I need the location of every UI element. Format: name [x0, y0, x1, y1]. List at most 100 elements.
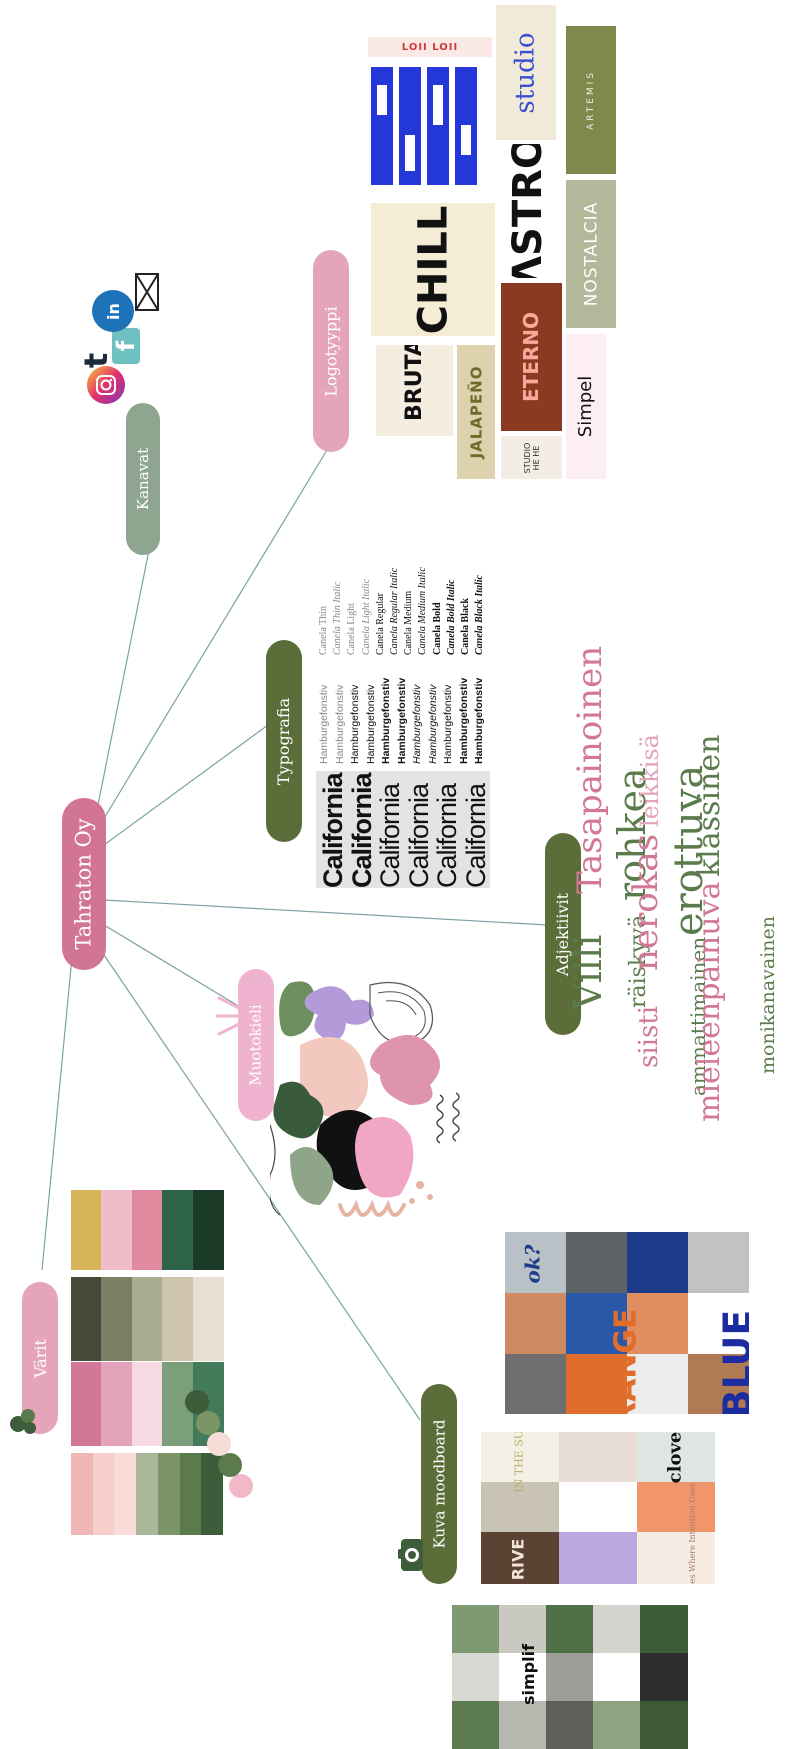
node-varit[interactable]: Värit: [22, 1282, 58, 1434]
sparkle-icon: [213, 996, 243, 1036]
palette-swatch: [192, 1277, 224, 1361]
palette-dot: [196, 1411, 220, 1435]
palette-swatch: [201, 1453, 224, 1535]
palette-dot: [229, 1474, 253, 1498]
canela-specimen: Canela Thin Italic: [332, 581, 344, 655]
palette-swatch: [157, 1453, 180, 1535]
center-node-label: Tahraton Oy: [72, 818, 96, 950]
leaf-cluster-icon: [8, 1408, 38, 1436]
logo-studio-he: STUDIO HE HE: [501, 436, 562, 479]
canela-specimen: Canela Regular: [374, 593, 386, 655]
palette-swatch: [131, 1190, 163, 1270]
logo-artemis: ARTEMIS: [566, 26, 616, 174]
moodboard-mid: clove RIVE Energy Goes Where Intention G…: [481, 1432, 715, 1584]
palette-swatch: [131, 1362, 163, 1446]
hamburg-specimen: Hamburgefonstiv: [380, 677, 392, 764]
canela-specimen: Canela Black Italic: [474, 575, 486, 655]
adjective-word: Villi: [566, 934, 610, 1010]
california-specimen: California: [432, 783, 462, 888]
camera-icon: [398, 1537, 426, 1573]
node-kuva-moodboard-label: Kuva moodboard: [430, 1419, 448, 1549]
palette-swatch: [114, 1453, 137, 1535]
hamburg-specimen: Hamburgefonstiv: [473, 677, 485, 764]
california-specimen: California: [318, 773, 348, 888]
line-adjektiivit: [103, 899, 549, 926]
logo-brutal: BRUTAL: [376, 345, 453, 436]
california-specimen: California: [403, 783, 434, 888]
hamburg-specimen: Hamburgefonstiv: [442, 684, 454, 764]
palette-swatch: [101, 1362, 133, 1446]
palette-swatch: [162, 1277, 194, 1361]
node-adjektiivit[interactable]: Adjektiivit: [545, 833, 581, 1035]
canela-specimen: Canela Bold Italic: [445, 579, 457, 655]
adjective-word: siisti: [634, 1005, 664, 1068]
logo-loii: LOII LOII: [368, 37, 492, 57]
line-logotyyppi: [99, 444, 331, 826]
palette-swatch: [92, 1453, 115, 1535]
hamburg-specimen: Hamburgefonstiv: [364, 684, 377, 764]
node-logotyyppi[interactable]: Logotyyppi: [313, 250, 349, 452]
palette-dot: [207, 1432, 231, 1456]
logo-eterno: ETERNO: [501, 283, 562, 431]
facebook-icon[interactable]: f: [112, 328, 140, 364]
node-kanavat[interactable]: Kanavat: [126, 403, 160, 555]
california-specimen: California: [375, 783, 405, 888]
palette-swatch: [71, 1277, 102, 1361]
palette-swatch: [131, 1277, 163, 1361]
hamburg-specimen: Hamburgefonstiv: [457, 677, 470, 764]
node-varit-label: Värit: [30, 1338, 50, 1378]
moodboard-top: ok? BLUE ORANGE: [505, 1232, 749, 1414]
hamburg-specimen: Hamburgefonstiv: [318, 684, 330, 764]
node-typografia[interactable]: Typografia: [266, 640, 302, 842]
center-node[interactable]: Tahraton Oy: [62, 798, 106, 970]
adjective-word: monikanavainen: [757, 915, 779, 1074]
logo-chill: CHILL: [371, 203, 495, 336]
logo-jalapeno: JALAPEÑO: [457, 345, 495, 479]
palette-swatch: [136, 1453, 159, 1535]
palette-dot: [218, 1453, 242, 1477]
logo-pattern-blue: [369, 65, 487, 187]
adjective-word: nerokas: [626, 833, 666, 971]
palette-swatch: [192, 1190, 224, 1270]
node-muotokieli[interactable]: Muotokieli: [238, 969, 274, 1121]
moodboard-bottom: simplif: [452, 1605, 688, 1749]
logo-nostalcia: NOSTALCIA: [566, 180, 616, 328]
line-kuva-moodboard: [103, 954, 421, 1421]
canela-specimen: Canela Light Italic: [360, 578, 372, 655]
canela-specimen: Canela Medium: [403, 590, 415, 655]
node-kuva-moodboard[interactable]: Kuva moodboard: [421, 1384, 457, 1584]
palette-dot: [185, 1390, 209, 1414]
palette-swatch: [101, 1190, 133, 1270]
line-kanavat: [94, 544, 151, 821]
node-typografia-label: Typografia: [274, 697, 294, 785]
palette-swatch: [71, 1453, 93, 1535]
instagram-icon[interactable]: [87, 366, 125, 404]
palette-swatch: [162, 1190, 194, 1270]
california-specimen: California: [346, 773, 377, 888]
tumblr-icon[interactable]: t: [77, 352, 115, 368]
palette-swatch: [101, 1277, 133, 1361]
shapes-illustration: [270, 981, 460, 1217]
logo-simpel: Simpel: [566, 334, 606, 479]
linkedin-icon[interactable]: in: [92, 290, 134, 332]
palette-swatch: [179, 1453, 202, 1535]
canela-specimen: Canela Medium Italic: [417, 567, 429, 655]
hamburg-specimen: Hamburgefonstiv: [426, 684, 439, 764]
node-muotokieli-label: Muotokieli: [247, 1004, 265, 1086]
hamburg-specimen: Hamburgefonstiv: [395, 677, 408, 764]
logo-studio: studio: [496, 5, 556, 140]
hamburg-specimen: Hamburgefonstiv: [333, 684, 346, 764]
palette-swatch: [71, 1190, 102, 1270]
canela-specimen: Canela Bold: [431, 602, 443, 655]
canela-specimen: Canela Thin: [318, 606, 329, 655]
canela-specimen: Canela Regular Italic: [389, 567, 400, 655]
line-muotokieli: [103, 924, 246, 1011]
hamburg-specimen: Hamburgefonstiv: [411, 684, 423, 764]
line-typografia: [103, 724, 269, 846]
node-kanavat-label: Kanavat: [134, 447, 153, 511]
node-logotyyppi-label: Logotyyppi: [321, 305, 341, 397]
canela-specimen: Canela Light: [346, 603, 358, 655]
adjective-word: klassinen: [692, 734, 727, 877]
mail-icon[interactable]: [134, 272, 160, 312]
